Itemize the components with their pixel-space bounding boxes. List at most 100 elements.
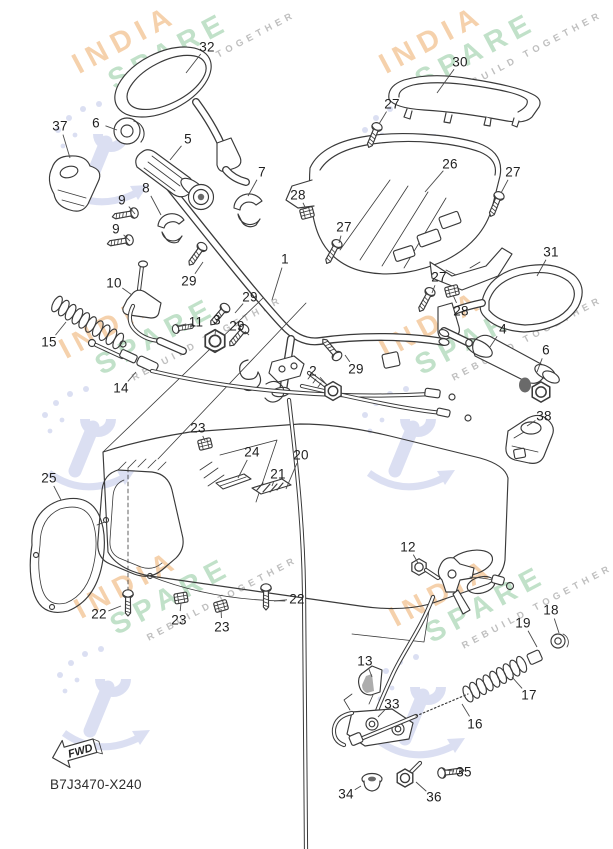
part-inner-bracket bbox=[97, 458, 184, 593]
leader-line bbox=[273, 599, 288, 602]
part-3-nut bbox=[204, 328, 226, 354]
part-callout-6: 6 bbox=[542, 342, 550, 358]
leader-line bbox=[202, 435, 206, 442]
part-callout-15: 15 bbox=[41, 334, 57, 350]
part-26-upper-cover bbox=[285, 133, 513, 369]
part-callout-31: 31 bbox=[543, 244, 559, 260]
part-callout-25: 25 bbox=[41, 470, 57, 486]
leader-line bbox=[123, 234, 131, 242]
part-callout-9: 9 bbox=[112, 221, 120, 237]
leader-line bbox=[185, 53, 202, 74]
part-callout-26: 26 bbox=[442, 156, 458, 172]
part-callout-23: 23 bbox=[190, 420, 206, 436]
leader-line bbox=[436, 68, 455, 94]
part-callout-9: 9 bbox=[118, 192, 126, 208]
leader-line bbox=[444, 769, 455, 772]
part-callout-18: 18 bbox=[543, 602, 559, 618]
leader-line bbox=[127, 371, 137, 382]
leader-line bbox=[489, 336, 498, 348]
leader-line bbox=[319, 377, 328, 386]
part-6-grip-end-left bbox=[113, 117, 145, 145]
part-32-mirror-left bbox=[114, 46, 250, 186]
leader-line bbox=[527, 630, 538, 648]
leader-line bbox=[511, 676, 523, 689]
part-24-strip bbox=[215, 473, 252, 490]
part-15-spring bbox=[48, 294, 127, 351]
part-callout-28: 28 bbox=[453, 303, 469, 319]
part-21-pad bbox=[251, 478, 292, 495]
leader-line bbox=[500, 179, 509, 194]
part-callout-19: 19 bbox=[515, 615, 531, 631]
part-2-bolt bbox=[306, 370, 342, 402]
part-callout-16: 16 bbox=[467, 716, 483, 732]
leader-line bbox=[553, 618, 560, 634]
part-callout-24: 24 bbox=[244, 444, 260, 460]
part-callout-23: 23 bbox=[171, 612, 187, 628]
leader-line bbox=[169, 145, 182, 161]
part-6-grip-end-right bbox=[519, 377, 551, 403]
part-callout-35: 35 bbox=[456, 764, 472, 780]
part-callout-4: 4 bbox=[499, 321, 507, 337]
leader-line bbox=[55, 321, 67, 336]
leader-line bbox=[344, 354, 351, 363]
part-25-front-panel bbox=[29, 497, 106, 613]
part-callout-32: 32 bbox=[199, 39, 215, 55]
part-callout-34: 34 bbox=[338, 786, 354, 802]
leader-line bbox=[431, 285, 436, 294]
leader-line bbox=[62, 134, 71, 159]
leader-line bbox=[377, 709, 385, 718]
part-4-grip-right bbox=[438, 327, 560, 384]
leader-line bbox=[526, 420, 536, 427]
part-callout-29: 29 bbox=[181, 273, 197, 289]
part-34-damper bbox=[361, 772, 383, 792]
part-7-holder-upper bbox=[233, 193, 263, 228]
leader-line bbox=[194, 261, 204, 275]
leader-line bbox=[424, 170, 444, 193]
leader-line bbox=[53, 485, 62, 501]
part-5-grip-left bbox=[135, 149, 215, 211]
leader-line bbox=[461, 703, 470, 717]
part-callout-2: 2 bbox=[309, 363, 317, 379]
part-callout-28: 28 bbox=[290, 187, 306, 203]
part-callout-36: 36 bbox=[426, 789, 442, 805]
part-callout-13: 13 bbox=[357, 653, 373, 669]
leader-line bbox=[271, 267, 283, 301]
part-callout-37: 37 bbox=[52, 118, 68, 134]
part-30-meter-visor bbox=[388, 75, 541, 128]
part-callout-11: 11 bbox=[188, 314, 204, 330]
part-callout-27: 27 bbox=[384, 96, 400, 112]
part-19-collar bbox=[526, 649, 543, 665]
part-callout-27: 27 bbox=[505, 164, 521, 180]
leader-line bbox=[122, 287, 133, 296]
part-16-cable-rod bbox=[348, 693, 469, 746]
part-callout-6: 6 bbox=[92, 115, 100, 131]
leader-line bbox=[415, 781, 427, 792]
part-callout-22: 22 bbox=[91, 606, 107, 622]
part-callout-22: 22 bbox=[289, 591, 305, 607]
part-callout-3: 3 bbox=[213, 312, 221, 328]
part-callout-8: 8 bbox=[142, 180, 150, 196]
leader-line bbox=[338, 235, 342, 244]
part-callout-33: 33 bbox=[384, 696, 400, 712]
part-callout-29: 29 bbox=[229, 318, 245, 334]
part-callout-29: 29 bbox=[348, 361, 364, 377]
leader-line bbox=[105, 125, 118, 131]
leader-line bbox=[378, 111, 387, 125]
part-callout-27: 27 bbox=[336, 219, 352, 235]
part-callout-20: 20 bbox=[293, 447, 309, 463]
drawing-number: B7J3470-X240 bbox=[50, 777, 142, 792]
leader-line bbox=[412, 554, 419, 564]
leader-line bbox=[536, 358, 543, 373]
leader-line bbox=[214, 328, 217, 336]
part-37-switch-left bbox=[48, 155, 101, 212]
part-long-cable bbox=[286, 397, 309, 849]
leader-line bbox=[237, 459, 248, 479]
leader-line bbox=[150, 195, 162, 216]
leader-line bbox=[271, 481, 274, 487]
leader-line bbox=[179, 602, 182, 612]
part-10-cable-guide bbox=[122, 260, 187, 355]
part-14-cable bbox=[87, 338, 472, 422]
